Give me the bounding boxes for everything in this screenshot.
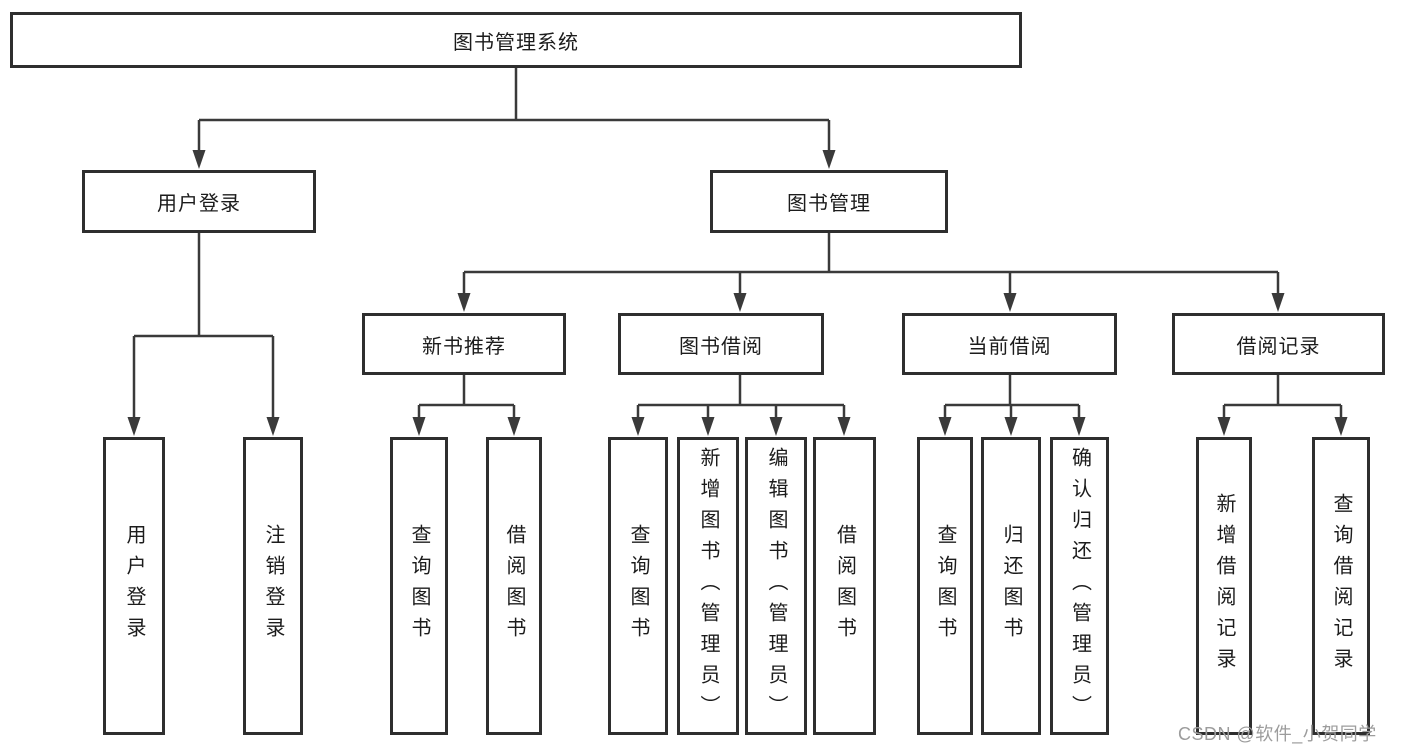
leaf-logout: 注销登录 [243,437,303,735]
node-borrow-record: 借阅记录 [1172,313,1385,375]
leaf-label: 查询图书 [934,524,956,648]
leaf-label: 查询图书 [408,524,430,648]
leaf-label: 查询图书 [627,524,649,648]
leaf-label: 借阅图书 [503,524,525,648]
node-library-system: 图书管理系统 [10,12,1022,68]
leaf-label: 确认归还（管理员） [1068,446,1091,726]
node-book-borrow: 图书借阅 [618,313,824,375]
leaf-user-login: 用户登录 [103,437,165,735]
leaf-label: 注销登录 [262,524,284,648]
leaf-label: 归还图书 [1000,524,1022,648]
leaf-query-books-recommend: 查询图书 [390,437,448,735]
leaf-add-borrow-record: 新增借阅记录 [1196,437,1252,735]
leaf-borrow-books-recommend: 借阅图书 [486,437,542,735]
leaf-query-books-current: 查询图书 [917,437,973,735]
watermark-text: CSDN @软件_小贺同学 [1178,724,1377,744]
leaf-label: 借阅图书 [833,524,856,648]
leaf-label: 查询借阅记录 [1330,493,1352,679]
leaf-add-books-admin: 新增图书（管理员） [677,437,739,735]
node-user-login: 用户登录 [82,170,316,233]
node-new-book-recommend: 新书推荐 [362,313,566,375]
leaf-query-borrow-record: 查询借阅记录 [1312,437,1370,735]
leaf-label: 用户登录 [123,524,145,648]
leaf-label: 编辑图书（管理员） [765,446,787,726]
leaf-label: 新增借阅记录 [1213,493,1235,679]
node-book-management: 图书管理 [710,170,948,233]
leaf-edit-books-admin: 编辑图书（管理员） [745,437,807,735]
leaf-confirm-return-admin: 确认归还（管理员） [1050,437,1109,735]
leaf-query-books-borrow: 查询图书 [608,437,668,735]
leaf-label: 新增图书（管理员） [697,446,719,726]
leaf-return-books: 归还图书 [981,437,1041,735]
node-current-borrow: 当前借阅 [902,313,1117,375]
leaf-borrow-books: 借阅图书 [813,437,876,735]
